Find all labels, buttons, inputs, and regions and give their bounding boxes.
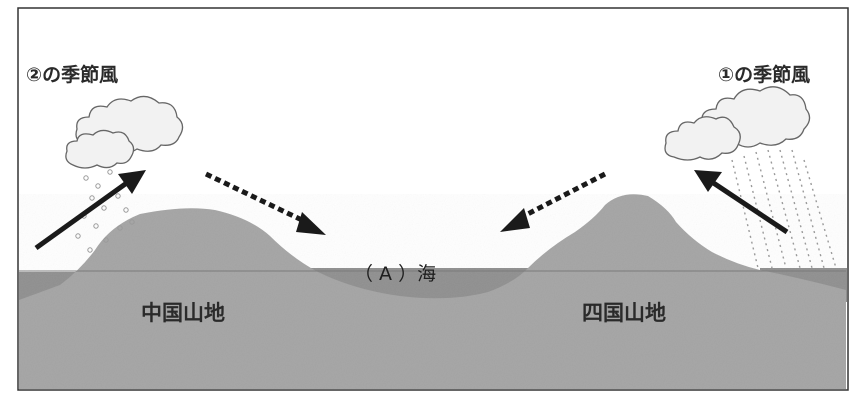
wind-arrow-2-rising [34,170,146,251]
sea-label: （ A ）海 [354,263,437,285]
season-wind-1-label: ①の季節風 [718,64,811,86]
rain-icon [731,149,837,269]
shikoku-mountains-label: 四国山地 [582,301,666,325]
wind-arrow-2-descending [204,171,326,235]
chugoku-mountains-label: 中国山地 [141,301,225,325]
cloud-icon [65,95,184,169]
snow-icon [75,169,135,253]
season-wind-2-label: ②の季節風 [26,64,119,86]
cloud-icon [664,86,811,161]
wind-arrow-1-descending [500,171,607,232]
land-mass [19,194,846,389]
wind-arrow-1-rising [694,170,789,235]
